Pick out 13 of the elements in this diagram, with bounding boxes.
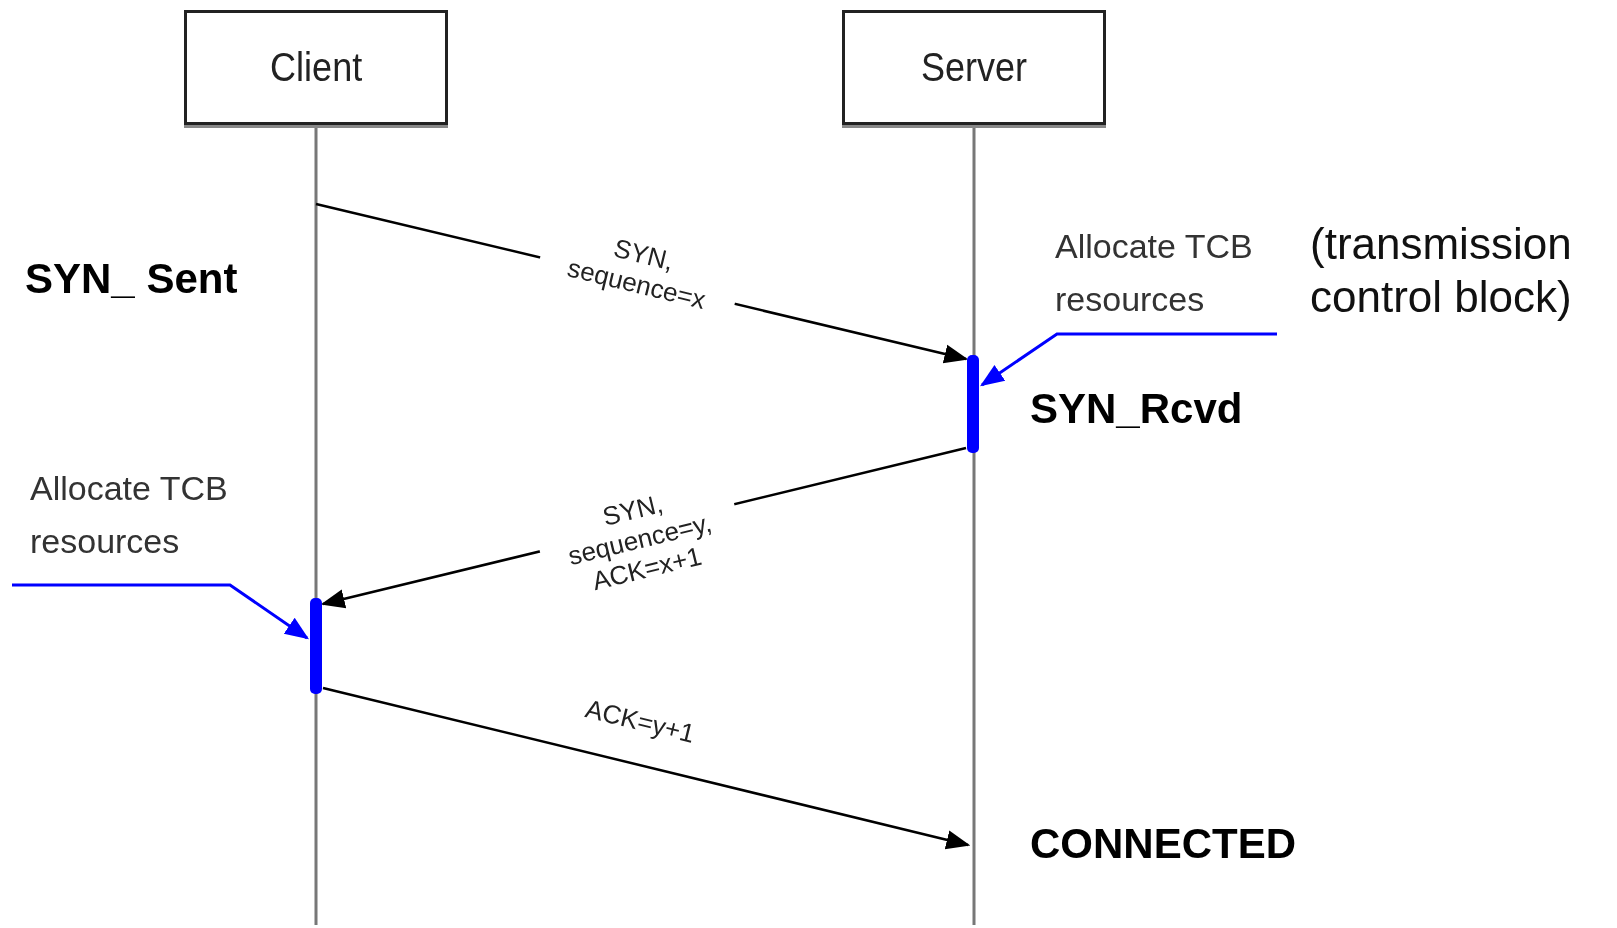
participant-box: Client [184,10,448,125]
note-text: Allocate TCB resources [1055,220,1285,326]
participant-box: Server [842,10,1106,125]
activation-bar [310,598,322,694]
leader-arrow [980,332,1277,387]
state-label: CONNECTED [1030,820,1296,868]
state-label: SYN_Rcvd [1030,385,1243,433]
note-text: (transmission control block) [1310,218,1573,323]
note-text: Allocate TCB resources [30,462,260,568]
message-arrow [322,686,971,850]
state-label: SYN_ Sent [25,255,238,303]
leader-arrow [12,583,309,640]
activation-bar [967,355,979,453]
